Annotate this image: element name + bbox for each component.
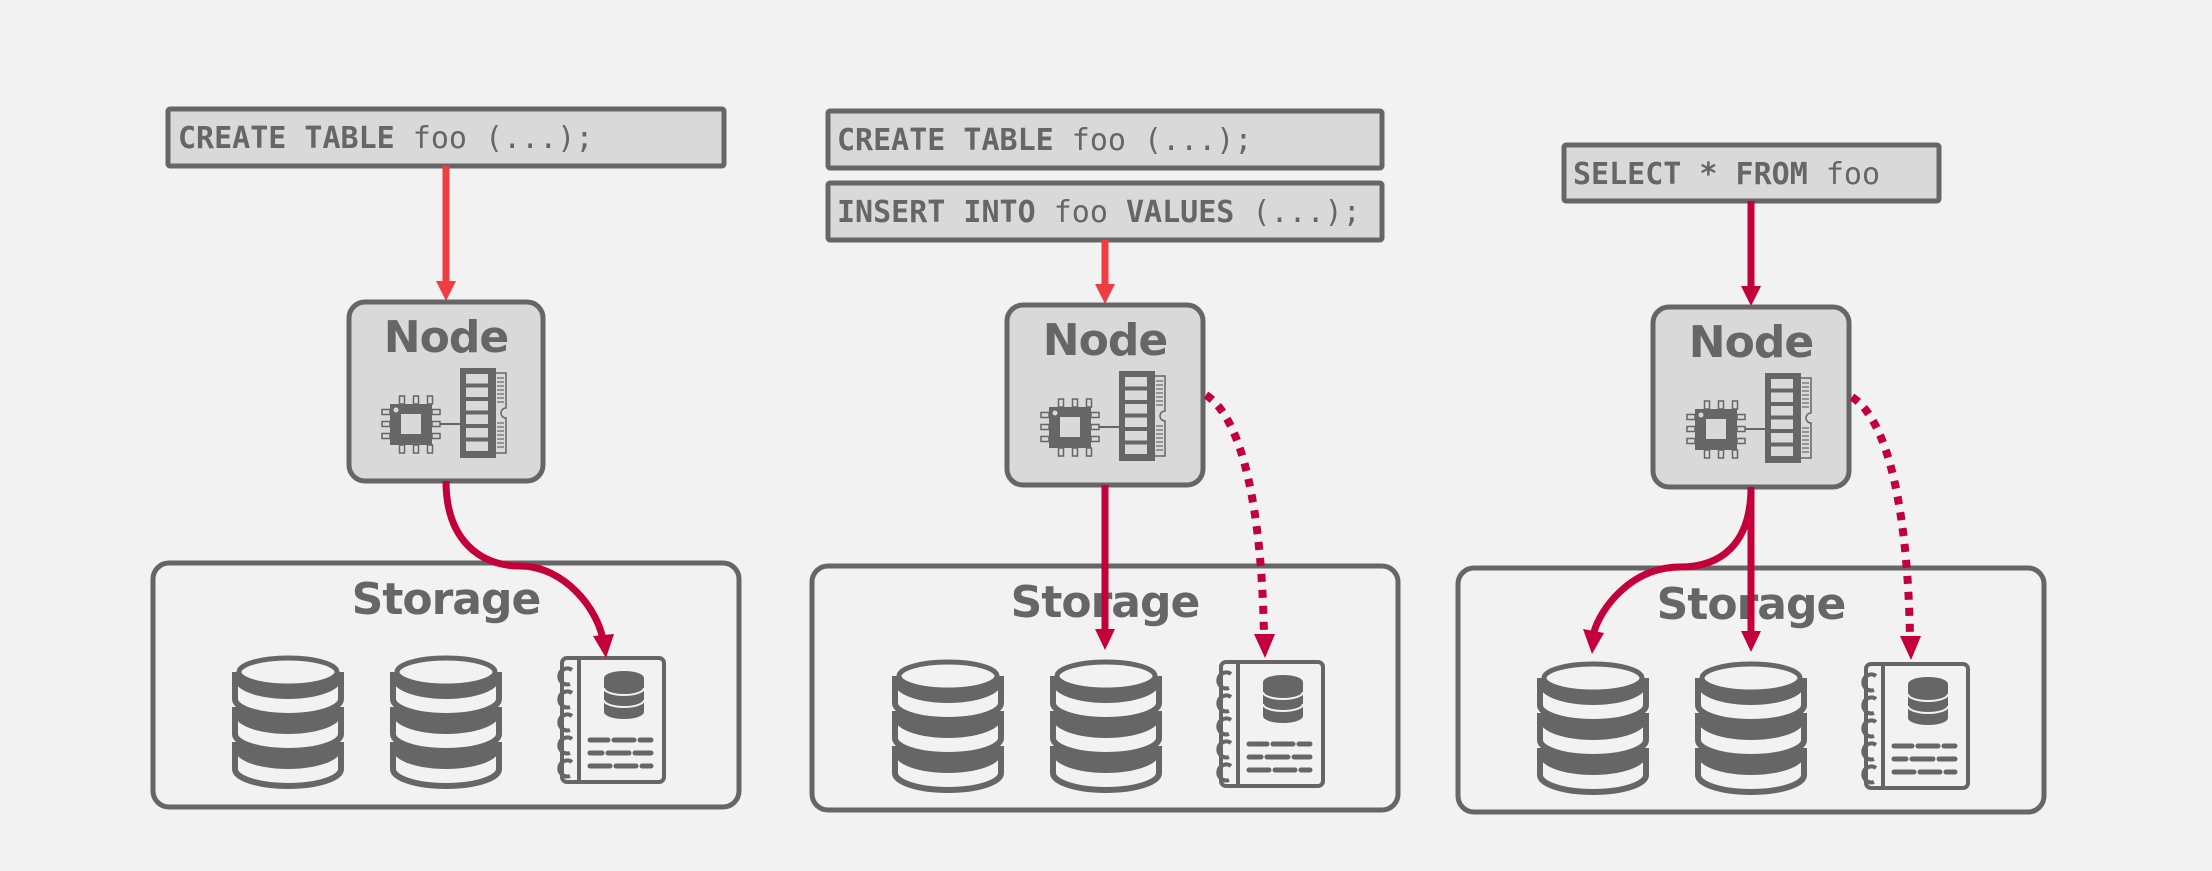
node-label: Node — [1043, 315, 1167, 366]
arrow-node-to-database — [1095, 485, 1115, 650]
arrow-query-to-node — [436, 166, 456, 301]
panel-3: SELECT * FROM foo Node Storage — [1455, 142, 2047, 815]
log-notebook-icon — [557, 656, 666, 784]
arrow-query-to-node — [1095, 240, 1115, 304]
query-text: SELECT * FROM foo — [1573, 157, 1880, 192]
arrow-query-to-node — [1741, 201, 1761, 306]
arrow-node-to-database-1-curved — [1583, 486, 1755, 654]
node-box: Node — [1650, 304, 1852, 490]
panel-1: CREATE TABLE foo (...); Node Storage — [150, 106, 742, 810]
node-box: Node — [1004, 302, 1206, 488]
database-icon — [1695, 661, 1807, 795]
log-notebook-icon — [1216, 660, 1325, 788]
database-icon — [390, 655, 502, 789]
database-icon — [232, 655, 344, 789]
panel-2: CREATE TABLE foo (...); INSERT INTO foo … — [809, 108, 1401, 813]
query-box: INSERT INTO foo VALUES (...); — [825, 180, 1385, 243]
query-text: CREATE TABLE foo (...); — [837, 123, 1252, 158]
node-box: Node — [346, 299, 546, 484]
storage-box: Storage — [150, 560, 742, 810]
arrow-node-to-log-dotted — [1203, 391, 1275, 658]
query-text: CREATE TABLE foo (...); — [178, 121, 593, 156]
arrow-node-to-log-dotted — [1849, 393, 1921, 660]
query-box: SELECT * FROM foo — [1561, 142, 1942, 204]
memory-icon — [1765, 373, 1812, 463]
arrow-node-to-log — [442, 480, 614, 658]
cpu-icon — [1040, 398, 1119, 457]
query-box: CREATE TABLE foo (...); — [825, 108, 1385, 171]
node-label: Node — [384, 312, 508, 363]
node-label: Node — [1689, 317, 1813, 368]
database-icon — [1537, 661, 1649, 795]
database-icon — [892, 659, 1004, 793]
database-icon — [1050, 659, 1162, 793]
arrow-node-to-database-2 — [1741, 487, 1761, 652]
cpu-icon — [381, 395, 460, 454]
storage-box: Storage — [809, 563, 1401, 813]
log-notebook-icon — [1861, 662, 1970, 790]
query-box: CREATE TABLE foo (...); — [165, 106, 727, 169]
memory-icon — [460, 368, 507, 458]
storage-box: Storage — [1455, 565, 2047, 815]
memory-icon — [1119, 371, 1166, 461]
storage-label: Storage — [352, 574, 541, 625]
cpu-icon — [1686, 400, 1765, 459]
query-text: INSERT INTO foo VALUES (...); — [837, 195, 1361, 230]
